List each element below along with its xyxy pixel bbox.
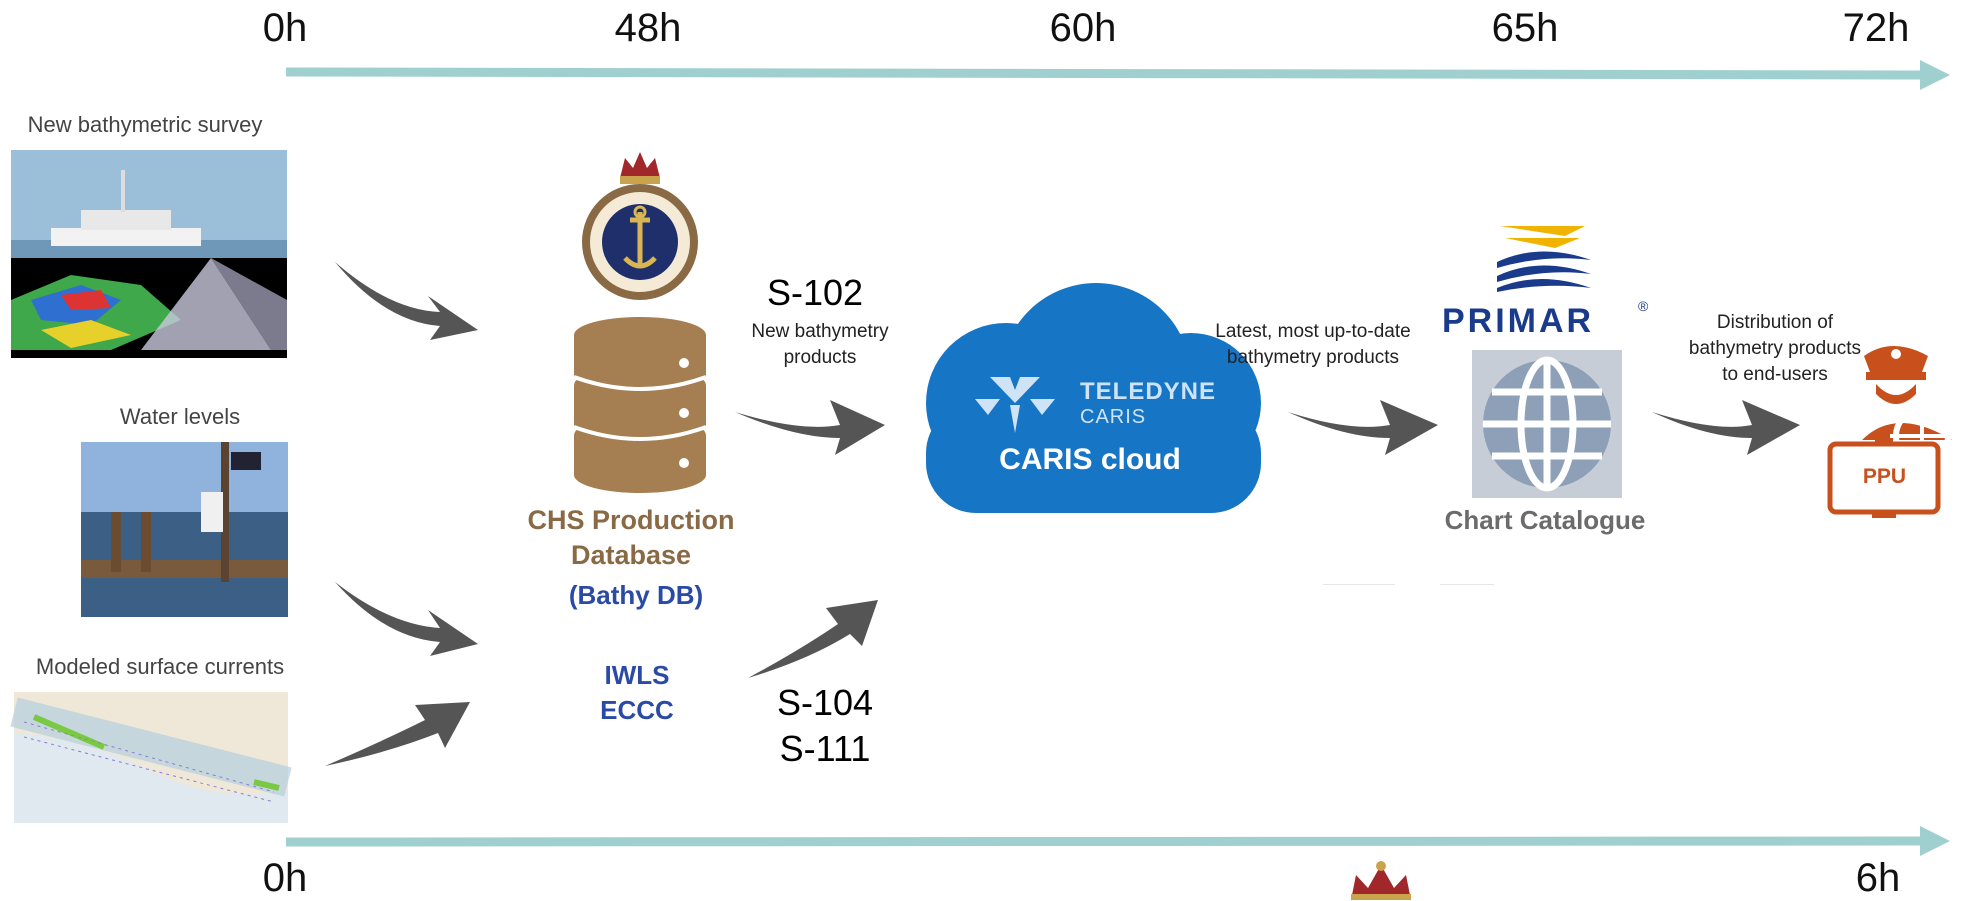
latest-line1: Latest, most up-to-date: [1215, 321, 1411, 342]
bottom-tick-0h: 0h: [262, 856, 308, 900]
s102-label: S-102: [766, 272, 864, 313]
currents-label: Modeled surface currents: [35, 654, 285, 679]
distribution-line1: Distribution of: [1716, 312, 1834, 333]
arrow-water-to-chs: [335, 582, 478, 656]
database-icon: [573, 317, 707, 493]
top-tick-48h: 48h: [614, 6, 682, 50]
distribution-line2: bathymetry products: [1688, 338, 1862, 359]
distribution-line3: to end-users: [1722, 364, 1828, 385]
latest-line2: bathymetry products: [1226, 347, 1400, 368]
ppu-label: PPU: [1862, 465, 1907, 488]
water-levels-image: [81, 442, 288, 617]
eccc-label: ECCC: [600, 695, 674, 725]
arrow-survey-to-chs: [335, 262, 478, 340]
chs-database-title: CHS Production Database: [500, 503, 762, 573]
latest-products-label: Latest, most up-to-date bathymetry produ…: [1193, 319, 1433, 371]
teledyne-brand-line1: TELEDYNE: [1080, 378, 1217, 405]
chs-title-line1: CHS Production: [527, 505, 735, 535]
caris-cloud-name: CARIS cloud: [999, 443, 1181, 476]
primar-waves-icon: [1497, 226, 1591, 292]
water-levels-label: Water levels: [119, 404, 241, 429]
bathymetric-survey-label: New bathymetric survey: [27, 112, 263, 137]
surface-currents-map: [10, 692, 292, 823]
divider: [1323, 584, 1395, 585]
iwls-label: IWLS: [604, 660, 670, 690]
primar-logo-text: PRIMAR: [1442, 302, 1595, 340]
mariner-icon: [1862, 346, 1954, 465]
s102-description: New bathymetry products: [720, 319, 920, 371]
arrow-primar-to-ppu: [1652, 400, 1800, 455]
top-tick-65h: 65h: [1491, 6, 1559, 50]
top-tick-0h: 0h: [262, 6, 308, 50]
teledyne-logo-icon: [975, 377, 1055, 433]
arrow-iwls-to-cloud: [748, 600, 878, 678]
bottom-tick-6h: 6h: [1855, 856, 1901, 900]
distribution-label: Distribution of bathymetry products to e…: [1665, 310, 1885, 388]
s111-label: S-111: [779, 728, 871, 769]
s102-desc-line1: New bathymetry: [751, 321, 889, 342]
teledyne-brand-line2: CARIS: [1080, 406, 1147, 428]
chart-catalogue-label: Chart Catalogue: [1444, 505, 1646, 535]
ppu-tablet-icon: [1827, 438, 1941, 518]
crown-icon: [1351, 861, 1411, 900]
chart-catalogue-globe-icon: [1472, 350, 1622, 498]
chs-title-line2: Database: [570, 540, 692, 570]
primar-registered-mark: ®: [1638, 298, 1649, 314]
arrow-currents-to-chs: [325, 702, 470, 766]
arrow-cloud-to-primar: [1288, 400, 1438, 455]
divider: [1440, 584, 1494, 585]
arrow-chs-to-cloud: [735, 400, 885, 455]
bathy-db-label: (Bathy DB): [568, 580, 704, 610]
chs-emblem-icon: [582, 152, 698, 300]
top-tick-72h: 72h: [1842, 6, 1910, 50]
top-tick-60h: 60h: [1049, 6, 1117, 50]
caris-cloud-shape: [926, 283, 1261, 513]
bathymetric-survey-image: [11, 150, 287, 358]
s102-desc-line2: products: [783, 347, 857, 368]
s104-label: S-104: [776, 682, 874, 723]
